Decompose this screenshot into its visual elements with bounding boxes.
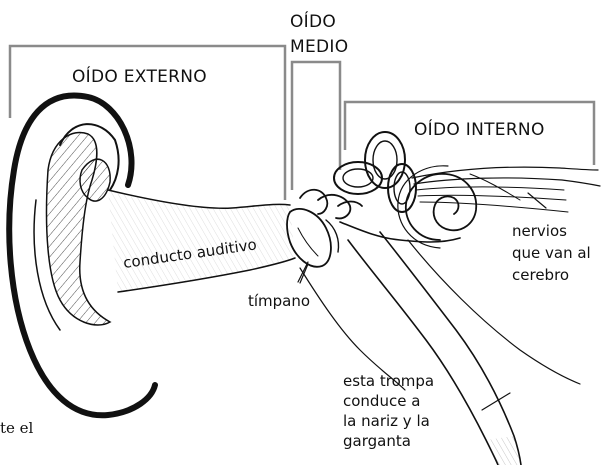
outer-ear-bracket <box>8 44 287 200</box>
outer-ear-label: OÍDO EXTERNO <box>72 65 207 87</box>
auricle <box>6 92 158 419</box>
ear-canal <box>107 189 296 293</box>
eardrum-leader <box>297 261 309 283</box>
throat-line <box>299 267 406 391</box>
semicircular-canals <box>333 131 417 213</box>
ossicles <box>299 188 363 253</box>
middle-ear-label-line1: OÍDO <box>290 10 336 32</box>
tragus <box>79 158 111 202</box>
nerves-label-line1: nervios <box>512 222 567 240</box>
tube-label-line3: la nariz y la <box>343 412 430 430</box>
tube-label-line4: garganta <box>343 432 411 450</box>
concha <box>45 131 112 326</box>
cut-off-text: te el <box>0 419 34 437</box>
nerves-label-line2: que van al <box>512 244 591 262</box>
nerve-bundle <box>411 166 601 213</box>
middle-ear-bracket <box>290 60 342 190</box>
inner-ear-label: OÍDO INTERNO <box>414 118 545 140</box>
tube-label-line2: conduce a <box>343 392 420 410</box>
tube-label-line1: esta trompa <box>343 372 434 390</box>
middle-ear-label-line2: MEDIO <box>290 37 348 57</box>
vestibule <box>339 221 461 243</box>
inner-ear-bracket <box>343 100 596 165</box>
nerves-label-line3: cerebro <box>512 266 569 284</box>
eustachian-tube <box>347 231 581 465</box>
eardrum-label: tímpano <box>248 292 310 310</box>
